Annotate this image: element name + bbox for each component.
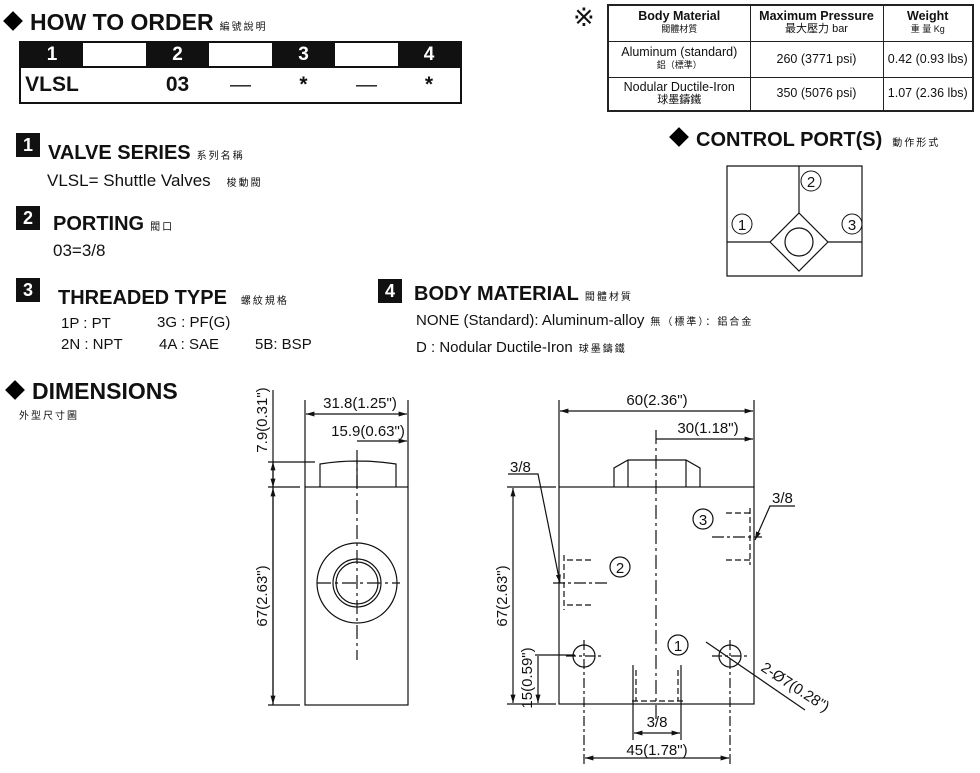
control-ports-heading: CONTROL PORT(S)動作形式	[669, 127, 940, 152]
section-number-4: 4	[378, 279, 402, 303]
left-port-size-label: 3/8	[510, 459, 531, 476]
control-port-symbol	[726, 165, 863, 277]
code-position-2: 2	[146, 42, 209, 67]
side-half-width-label: 15.9(0.63")	[331, 423, 405, 440]
holes-label: 2-Ø7(0.28")	[758, 659, 833, 716]
front-view-drawing	[507, 400, 806, 765]
section-number-3: 3	[16, 278, 40, 302]
code-position-1: 1	[20, 42, 83, 67]
side-height-label: 67(2.63")	[254, 565, 271, 626]
side-view-drawing	[268, 390, 409, 706]
thread-option: 5B: BSP	[255, 336, 312, 353]
front-port-3-label: 3	[699, 512, 707, 529]
section-number-1: 1	[16, 133, 40, 157]
code-value-thread: *	[272, 66, 335, 103]
control-port-2-label: 2	[807, 174, 815, 191]
front-half-width-label: 30(1.18")	[677, 420, 738, 437]
note-symbol: ※	[573, 2, 595, 32]
code-value-series: VLSL	[20, 66, 83, 103]
code-position-3: 3	[272, 42, 335, 67]
order-code-table: 1 2 3 4 VLSL 03 — * — *	[19, 41, 462, 104]
section-number-2: 2	[16, 206, 40, 230]
control-port-3-label: 3	[848, 217, 856, 234]
thread-option: 1P : PT	[61, 315, 111, 332]
cell-weight: 1.07 (2.36 lbs)	[882, 76, 974, 112]
side-width-label: 31.8(1.25")	[323, 395, 397, 412]
bottom-port-size-label: 3/8	[647, 714, 668, 731]
thread-option: 3G : PF(G)	[157, 314, 231, 331]
dimensions-cjk: 外型尺寸圖	[19, 411, 79, 422]
code-value-material: *	[398, 66, 461, 103]
porting-text: 03=3/8	[53, 241, 106, 260]
thread-option: 4A : SAE	[159, 336, 220, 353]
hole-spacing-label: 45(1.78")	[626, 742, 687, 759]
cell-pressure: 350 (5076 psi)	[749, 76, 884, 112]
code-dash: —	[209, 66, 272, 103]
front-port-2-label: 2	[616, 560, 624, 577]
front-port-1-label: 1	[674, 638, 682, 655]
how-to-order-heading: HOW TO ORDER 編號說明	[3, 9, 268, 36]
code-position-4: 4	[398, 42, 461, 67]
side-nut-height-label: 7.9(0.31")	[254, 387, 271, 452]
cell-weight: 0.42 (0.93 lbs)	[882, 40, 974, 78]
control-port-1-label: 1	[738, 217, 746, 234]
cell-pressure: 260 (3771 psi)	[749, 40, 884, 78]
table-row: Aluminum (standard)鋁（標準） 260 (3771 psi) …	[607, 40, 974, 78]
heading-text: HOW TO ORDER	[30, 9, 214, 35]
hole-height-label: 15(0.59")	[519, 647, 536, 708]
dimensions-heading: DIMENSIONS	[5, 378, 178, 405]
cell-material: Aluminum (standard)鋁（標準）	[607, 40, 751, 78]
front-height-label: 67(2.63")	[494, 565, 511, 626]
right-port-size-label: 3/8	[772, 490, 793, 507]
code-value-porting: 03	[146, 66, 209, 103]
code-dash: —	[335, 66, 398, 103]
front-width-label: 60(2.36")	[626, 392, 687, 409]
thread-option: 2N : NPT	[61, 336, 123, 353]
heading-cjk: 編號說明	[219, 22, 268, 33]
